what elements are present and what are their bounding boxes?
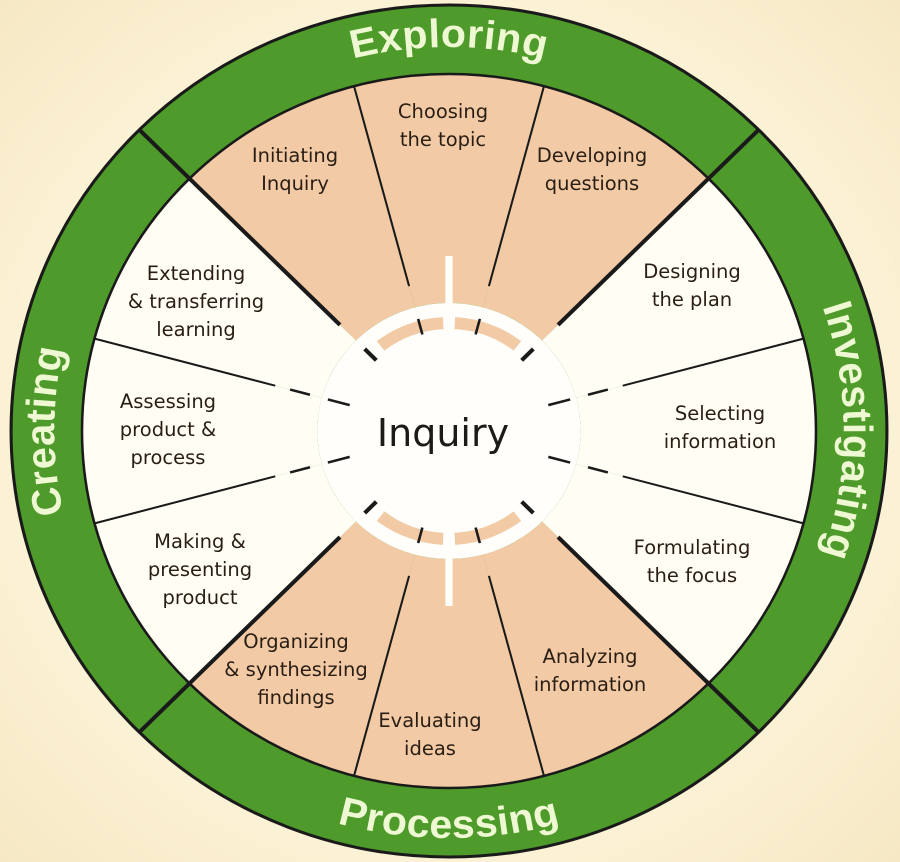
inner-tan-arc — [454, 317, 522, 351]
step-label-line: ideas — [404, 737, 456, 760]
step-label: Organizing & synthesizing findings — [224, 630, 367, 709]
step-label-line: Developing — [537, 144, 647, 167]
step-label: Analyzing information — [534, 645, 647, 696]
step-label-line: Making & — [154, 530, 246, 553]
step-label-line: Extending — [147, 262, 245, 285]
step-label-line: Analyzing — [543, 645, 638, 668]
sector-7 — [483, 521, 709, 776]
inner-tick — [416, 527, 424, 544]
dash-mark — [327, 455, 351, 464]
step-label-line: information — [664, 430, 777, 453]
sector-10 — [94, 464, 356, 684]
step-label-line: Designing — [643, 260, 740, 283]
step-label: Developing questions — [537, 144, 647, 195]
step-label: Evaluating ideas — [378, 709, 481, 760]
step-divider-line — [487, 85, 545, 287]
step-divider-line — [94, 337, 276, 387]
step-label-line: & transferring — [128, 290, 264, 313]
step-label-line: learning — [156, 318, 236, 341]
inner-tick — [474, 527, 482, 544]
phase-divider-line — [137, 128, 342, 327]
inner-tan-arc — [454, 511, 522, 545]
step-label-line: presenting — [148, 558, 252, 581]
phase-label-creating: Creating — [17, 342, 73, 520]
step-label: Selecting information — [664, 402, 777, 453]
step-divider-line — [353, 575, 411, 777]
sector-4 — [542, 178, 804, 398]
inner-tick — [474, 318, 482, 335]
green-ring-inner-edge — [80, 72, 818, 790]
step-divider-line — [353, 85, 411, 287]
center-hub — [317, 303, 581, 559]
step-label-line: Choosing — [398, 100, 488, 123]
step-label: Extending & transferring learning — [128, 262, 264, 341]
dash-mark — [289, 466, 311, 474]
sector-6 — [542, 464, 804, 684]
dash-mark — [587, 388, 609, 396]
dash-mark — [289, 388, 311, 396]
step-label-line: Assessing — [120, 390, 216, 413]
step-label-line: Evaluating — [378, 709, 481, 732]
step-label-line: & synthesizing — [224, 658, 367, 681]
step-label: Formulating the focus — [634, 536, 751, 587]
step-label-line: the focus — [647, 564, 737, 587]
dash-mark — [327, 398, 351, 407]
sector-11 — [82, 338, 322, 524]
inner-tan-arc — [376, 317, 444, 351]
step-label-line: information — [534, 673, 647, 696]
dash-mark — [547, 455, 571, 464]
sector-9 — [189, 521, 415, 776]
inner-tick — [363, 500, 378, 515]
step-label-line: Inquiry — [261, 172, 329, 195]
step-divider-line — [94, 475, 276, 525]
inner-tan-arc — [376, 511, 444, 545]
step-label-line: product — [162, 586, 237, 609]
phase-divider-line — [137, 535, 342, 734]
inner-tick — [363, 347, 378, 362]
dash-mark — [547, 398, 571, 407]
inner-tick — [520, 347, 535, 362]
step-label-line: the plan — [652, 288, 732, 311]
step-label-line: Organizing — [243, 630, 349, 653]
step-label-line: Selecting — [675, 402, 765, 425]
step-label: Assessing product & process — [120, 390, 216, 469]
inner-tick — [416, 318, 424, 335]
step-divider-line — [622, 475, 804, 525]
step-label-line: product & — [120, 418, 216, 441]
phase-divider-line — [556, 535, 761, 734]
step-label-line: process — [131, 446, 206, 469]
step-divider-line — [487, 575, 545, 777]
inner-tick — [520, 500, 535, 515]
step-label-line: Initiating — [252, 144, 338, 167]
sector-8 — [354, 554, 544, 788]
sector-2 — [354, 74, 544, 308]
step-label: Making & presenting product — [148, 530, 252, 609]
sector-1 — [189, 86, 415, 341]
sector-12 — [94, 178, 356, 398]
step-label: Choosing the topic — [398, 100, 488, 151]
phase-divider-line — [556, 128, 761, 327]
step-label-line: the topic — [400, 128, 486, 151]
step-divider-line — [622, 337, 804, 387]
center-label: Inquiry — [377, 411, 509, 455]
sector-5 — [576, 338, 816, 524]
step-label-line: Formulating — [634, 536, 751, 559]
step-label: Designing the plan — [643, 260, 740, 311]
step-label-line: questions — [545, 172, 639, 195]
step-label-line: findings — [257, 686, 334, 709]
dash-mark — [587, 466, 609, 474]
sector-3 — [483, 86, 709, 341]
